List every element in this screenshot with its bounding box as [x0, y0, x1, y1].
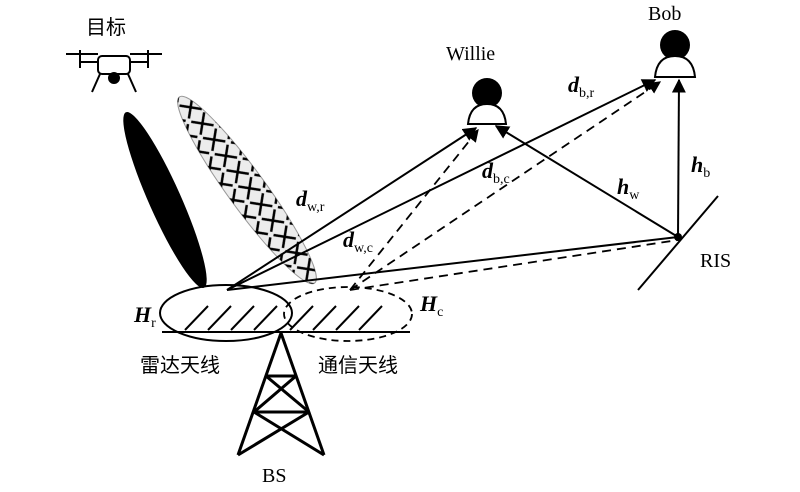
bs-label: BS: [262, 465, 286, 487]
H-c-symbol: Hc: [419, 291, 443, 320]
willie-label: Willie: [446, 43, 495, 65]
comm-antenna-label: 通信天线: [318, 353, 398, 377]
ris-point: [674, 233, 682, 241]
radar-beam: [123, 112, 207, 288]
d-wr-symbol: dw,r: [296, 186, 325, 215]
antenna-plate: [162, 305, 410, 333]
bob-label: Bob: [648, 3, 681, 25]
comm-beam: [177, 95, 317, 285]
h-b-symbol: hb: [691, 152, 710, 181]
comm-links: [349, 81, 679, 291]
h-w-symbol: hw: [617, 174, 640, 203]
H-r-symbol: Hr: [133, 302, 156, 331]
willie-user-icon: [466, 78, 508, 125]
target-label: 目标: [86, 15, 126, 39]
radar-antenna-region: [159, 284, 293, 342]
d-bc-symbol: db,c: [482, 158, 510, 187]
bob-user-icon: [653, 30, 697, 78]
ris-links: [494, 78, 686, 238]
drone-icon: [66, 50, 162, 93]
d-br-symbol: db,r: [568, 72, 595, 101]
ris-label: RIS: [700, 250, 731, 272]
bs-tower: [236, 332, 326, 457]
comm-antenna-region: [283, 286, 413, 342]
radar-links: [226, 79, 679, 291]
radar-antenna-label: 雷达天线: [140, 353, 220, 377]
ris-surface: [637, 195, 719, 291]
d-wc-symbol: dw,c: [343, 227, 373, 256]
